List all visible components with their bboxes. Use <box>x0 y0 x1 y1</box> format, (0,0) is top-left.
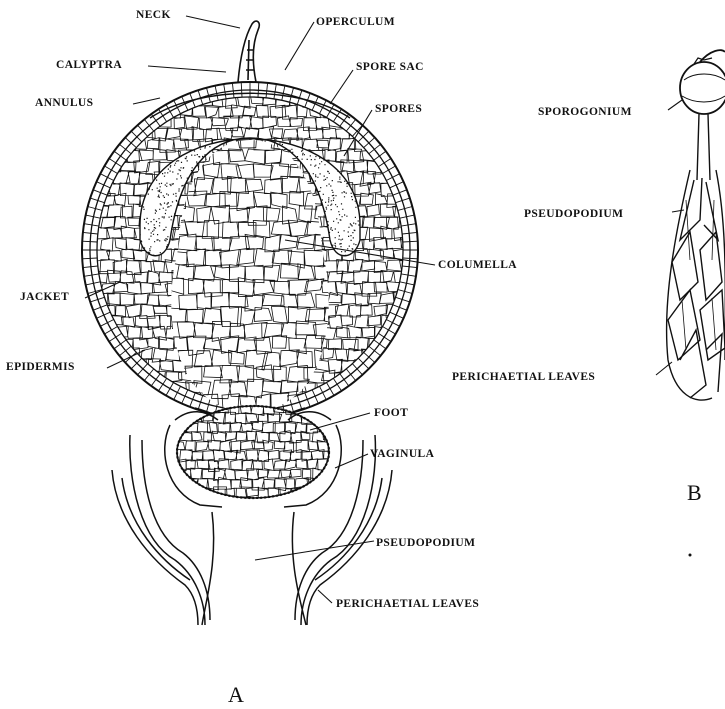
label-spore-sac: SPORE SAC <box>356 61 424 73</box>
neck <box>238 21 259 82</box>
label-neck: NECK <box>136 9 171 21</box>
perichaetial-leaves-b <box>667 170 725 400</box>
figure-a: NECK OPERCULUM CALYPTRA SPORE SAC ANNULU… <box>6 9 517 704</box>
figure-b <box>656 50 725 400</box>
label-pseudopodium-a: PSEUDOPODIUM <box>376 537 475 549</box>
label-vaginula: VAGINULA <box>370 448 435 460</box>
sporogonium-capsule <box>680 50 725 114</box>
leader-lines-b <box>656 100 684 375</box>
foot <box>174 403 341 510</box>
labels-b: SPOROGONIUM PSEUDOPODIUM PERICHAETIAL LE… <box>452 106 702 505</box>
label-sporogonium: SPOROGONIUM <box>538 106 632 118</box>
label-foot: FOOT <box>374 407 408 419</box>
label-perichaetial-leaves-b: PERICHAETIAL LEAVES <box>452 371 595 383</box>
stray-mark <box>689 554 692 557</box>
label-epidermis: EPIDERMIS <box>6 361 75 373</box>
pseudopodium-stalk-b <box>697 114 710 180</box>
label-jacket: JACKET <box>20 291 69 303</box>
label-operculum: OPERCULUM <box>316 16 395 28</box>
label-pseudopodium-b: PSEUDOPODIUM <box>524 208 623 220</box>
figure-letter-a: A <box>228 682 244 704</box>
label-spores: SPORES <box>375 103 422 115</box>
label-annulus: ANNULUS <box>35 97 93 109</box>
label-columella: COLUMELLA <box>438 259 517 271</box>
label-calyptra: CALYPTRA <box>56 59 122 71</box>
figure-letter-b: B <box>687 480 702 505</box>
label-perichaetial-leaves-a: PERICHAETIAL LEAVES <box>336 598 479 610</box>
